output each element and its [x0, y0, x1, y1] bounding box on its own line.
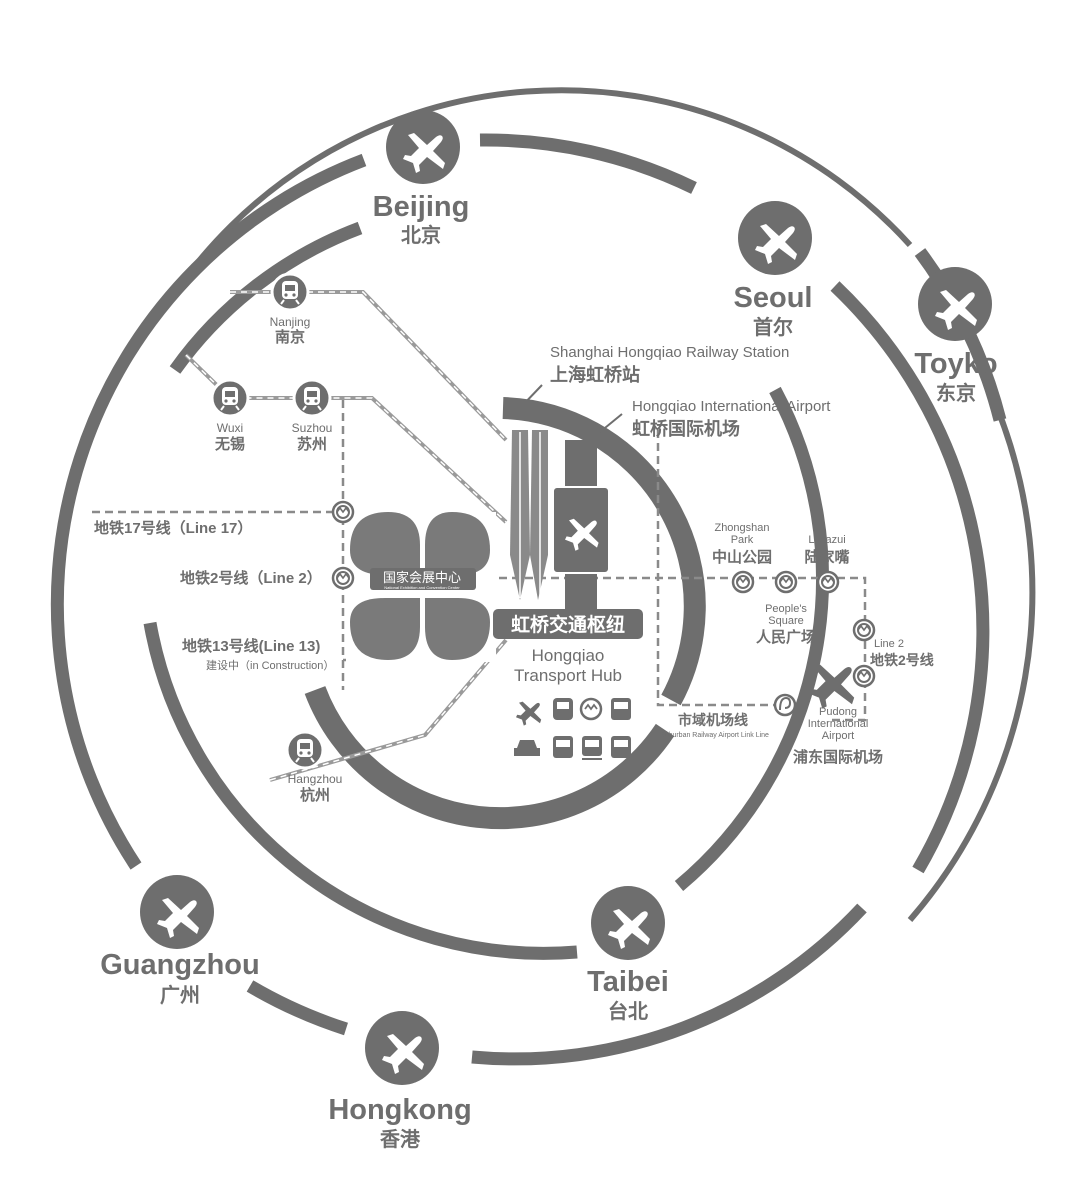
suburban-link-zh: 市域机场线 — [678, 712, 748, 728]
line17-label: 地铁17号线（Line 17） — [94, 519, 252, 537]
railway-platforms — [510, 430, 548, 600]
hongqiao-airport-terminal — [552, 440, 610, 620]
airport-en: Hongqiao International Airport — [632, 398, 831, 415]
mode-airplane-icon — [516, 701, 542, 726]
line2-label: 地铁2号线（Line 2） — [180, 569, 322, 587]
line13-status: 建设中（in Construction） — [206, 658, 334, 672]
city-beijing-en: Beijing — [373, 191, 470, 223]
wuxi-train-icon[interactable] — [210, 378, 250, 418]
city-seoul-zh: 首尔 — [753, 315, 793, 339]
maglev-icon[interactable] — [773, 693, 797, 717]
lujiazui-zh: 陆家嘴 — [804, 548, 849, 566]
hub-name-en-1: Hongqiao — [532, 646, 605, 665]
peoples-en-2: Square — [768, 615, 803, 627]
hongkong-airport-icon[interactable] — [365, 1011, 439, 1085]
guangzhou-airport-icon[interactable] — [140, 875, 214, 949]
station-nanjing-en: Nanjing — [270, 315, 311, 329]
mode-bus-icon — [611, 698, 631, 720]
peoples-zh: 人民广场 — [756, 628, 816, 646]
peoples-en-1: People's — [765, 603, 807, 615]
pudong-airplane-icon[interactable] — [808, 664, 855, 709]
metro-lines — [92, 400, 867, 722]
convention-center-zh: 国家会展中心 — [383, 570, 461, 585]
airport-zh: 虹桥国际机场 — [632, 418, 740, 439]
zhongshan-metro-icon[interactable] — [731, 570, 755, 594]
line17-metro-icon[interactable] — [331, 500, 355, 524]
hub-name-zh: 虹桥交通枢纽 — [511, 613, 625, 636]
suburban-link-en: Suburban Railway Airport Link Line — [660, 732, 769, 739]
pudong-en-3: Airport — [822, 730, 854, 742]
mode-train-icon — [553, 698, 573, 720]
station-hangzhou-en: Hangzhou — [288, 772, 343, 786]
peoples-square-metro-icon[interactable] — [774, 570, 798, 594]
outer-ring — [50, 133, 1007, 1066]
pudong-en-2: International — [808, 718, 869, 730]
taibei-airport-icon[interactable] — [591, 886, 665, 960]
city-guangzhou-zh: 广州 — [160, 983, 200, 1007]
zhongshan-zh: 中山公园 — [712, 548, 772, 566]
city-beijing-zh: 北京 — [401, 223, 441, 247]
mode-metro-icon — [579, 697, 603, 721]
line2-east-metro-icon[interactable] — [852, 618, 876, 642]
mode-maglev-icon — [582, 736, 602, 760]
convention-center-en: National Exhibition and Convention Cente… — [384, 585, 460, 590]
line13-label: 地铁13号线(Line 13) — [182, 637, 320, 655]
city-tokyo-zh: 东京 — [936, 381, 976, 405]
mode-coach-icon — [553, 736, 573, 758]
outer-ring-thin — [167, 87, 1036, 922]
hub-arc-lower — [304, 686, 675, 830]
convention-center-icon — [346, 512, 496, 662]
pudong-zh: 浦东国际机场 — [793, 748, 883, 766]
zhongshan-en-1: Zhongshan — [714, 522, 769, 534]
zhongshan-en-2: Park — [731, 534, 754, 546]
station-suzhou-en: Suzhou — [292, 421, 333, 435]
city-guangzhou-en: Guangzhou — [100, 949, 259, 981]
hub-mode-icons — [514, 697, 631, 760]
city-seoul-en: Seoul — [734, 282, 813, 314]
line2-east-en: Line 2 — [874, 638, 904, 650]
station-hangzhou-zh: 杭州 — [300, 786, 330, 804]
station-suzhou-zh: 苏州 — [297, 435, 327, 453]
line2-metro-icon[interactable] — [331, 566, 355, 590]
city-taibei-en: Taibei — [587, 966, 669, 998]
station-nanjing-zh: 南京 — [275, 328, 305, 346]
hub-arc — [502, 397, 706, 706]
city-hongkong-zh: 香港 — [380, 1127, 421, 1151]
lujiazui-en: Lujiazui — [808, 534, 845, 546]
station-wuxi-en: Wuxi — [217, 421, 243, 435]
railway-station-pointer — [519, 384, 543, 409]
mode-taxi-icon — [514, 740, 540, 756]
tokyo-airport-icon[interactable] — [918, 267, 992, 341]
line2-east-zh: 地铁2号线 — [870, 652, 934, 668]
beijing-airport-icon[interactable] — [386, 110, 460, 184]
nanjing-train-icon[interactable] — [270, 272, 310, 312]
suzhou-train-icon[interactable] — [292, 378, 332, 418]
station-wuxi-zh: 无锡 — [214, 435, 245, 453]
mode-shuttle-icon — [611, 736, 631, 758]
railway-station-en: Shanghai Hongqiao Railway Station — [550, 344, 789, 361]
airport-pointer — [599, 413, 623, 433]
hub-name-en-2: Transport Hub — [514, 666, 622, 685]
railway-station-zh: 上海虹桥站 — [550, 364, 640, 385]
city-hongkong-en: Hongkong — [328, 1094, 471, 1126]
city-taibei-zh: 台北 — [608, 999, 648, 1023]
seoul-airport-icon[interactable] — [738, 201, 812, 275]
city-tokyo-en: Toyko — [914, 348, 997, 380]
line2-pudong-metro-icon[interactable] — [852, 664, 876, 688]
hub-label-plate — [493, 609, 643, 639]
lujiazui-metro-icon[interactable] — [816, 570, 840, 594]
pudong-en-1: Pudong — [819, 706, 857, 718]
hangzhou-train-icon[interactable] — [285, 730, 325, 770]
